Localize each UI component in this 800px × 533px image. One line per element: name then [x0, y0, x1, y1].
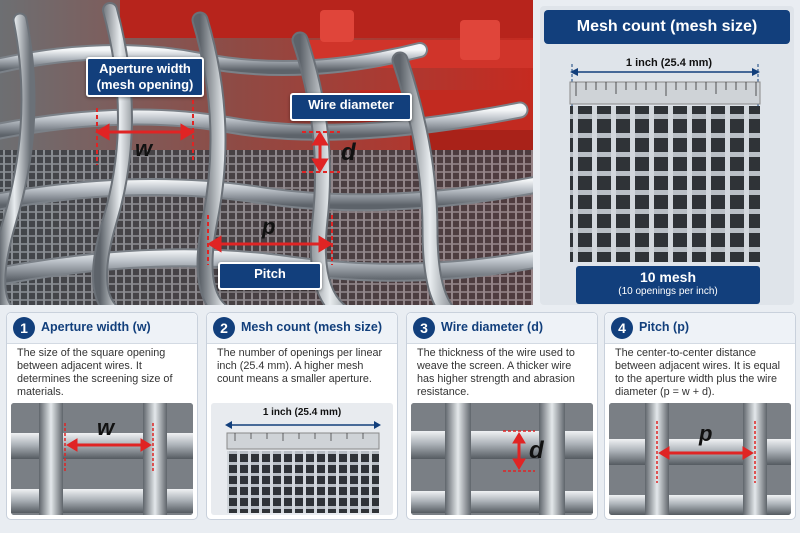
aperture-closeup-illustration: [11, 403, 193, 515]
card-description: The center-to-center distance between ad…: [615, 347, 781, 398]
card-title: Wire diameter (d): [441, 320, 543, 334]
aperture-callout-line2: (mesh opening): [96, 77, 194, 92]
wire-diameter-callout: Wire diameter: [290, 93, 412, 121]
card-header: 3 Wire diameter (d): [407, 313, 597, 344]
card-header: 1 Aperture width (w): [7, 313, 197, 344]
mesh-count-title: Mesh count (mesh size): [544, 10, 790, 44]
w-symbol: w: [97, 415, 115, 440]
p-symbol: p: [699, 421, 713, 446]
card-title: Mesh count (mesh size): [241, 320, 382, 334]
card-title: Aperture width (w): [41, 320, 151, 334]
card-title: Pitch (p): [639, 320, 689, 334]
card-number-badge: 1: [13, 317, 35, 339]
aperture-closeup-image: w: [11, 403, 193, 515]
mesh-ruler-label: 1 inch (25.4 mm): [262, 407, 342, 418]
hero-photo: Aperture width (mesh opening) Wire diame…: [0, 0, 533, 305]
card-description: The number of openings per linear inch (…: [217, 347, 383, 385]
card-number-badge: 4: [611, 317, 633, 339]
mesh-count-panel: Mesh count (mesh size) 1 inch (2: [540, 6, 794, 305]
pitch-closeup-image: p: [609, 403, 791, 515]
card-mesh-count: 2 Mesh count (mesh size) The number of o…: [206, 312, 398, 520]
card-description: The size of the square opening between a…: [17, 347, 173, 398]
card-number-badge: 3: [413, 317, 435, 339]
p-symbol: p: [262, 214, 276, 239]
mesh-count-closeup-image: 1 inch (25.4 mm): [211, 403, 393, 515]
pitch-callout: Pitch: [218, 262, 322, 290]
aperture-callout-line1: Aperture width: [99, 61, 191, 76]
mesh-result-box: 10 mesh (10 openings per inch): [576, 266, 760, 304]
card-description: The thickness of the wire used to weave …: [417, 347, 575, 398]
mesh-sample-illustration: [569, 64, 761, 262]
card-header: 2 Mesh count (mesh size): [207, 313, 397, 344]
w-symbol: w: [135, 136, 153, 161]
mesh-count-closeup-illustration: [225, 421, 381, 513]
pitch-closeup-illustration: [609, 403, 791, 515]
woven-mesh-illustration: [0, 0, 533, 305]
card-pitch: 4 Pitch (p) The center-to-center distanc…: [604, 312, 796, 520]
wire-diameter-closeup-illustration: [411, 403, 593, 515]
mesh-ruler-label: 1 inch (25.4 mm): [625, 57, 713, 69]
d-symbol: d: [341, 139, 356, 166]
wire-diameter-closeup-image: d: [411, 403, 593, 515]
mesh-result-sub: (10 openings per inch): [618, 286, 718, 297]
card-aperture-width: 1 Aperture width (w) The size of the squ…: [6, 312, 198, 520]
card-wire-diameter: 3 Wire diameter (d) The thickness of the…: [406, 312, 598, 520]
card-number-badge: 2: [213, 317, 235, 339]
mesh-result-main: 10 mesh: [639, 269, 697, 285]
card-header: 4 Pitch (p): [605, 313, 795, 344]
d-symbol: d: [529, 437, 544, 464]
aperture-width-callout: Aperture width (mesh opening): [86, 57, 204, 97]
